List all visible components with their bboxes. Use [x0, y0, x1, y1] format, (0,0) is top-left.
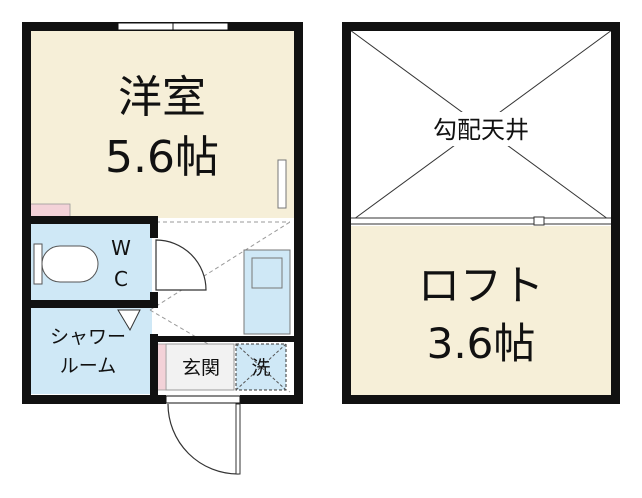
laundry-dashed-x: [235, 343, 287, 391]
kitchen-counter: [243, 249, 291, 335]
loft-divider: [349, 217, 613, 225]
wc-label-c: C: [114, 267, 128, 291]
western-room-name: 洋室: [118, 72, 206, 123]
loft-floor: [350, 226, 612, 396]
shower-room-label-2: ルーム: [60, 355, 116, 377]
shower-door-icon: [117, 309, 141, 332]
toilet-icon: [33, 243, 99, 285]
wc-door-icon: [155, 239, 207, 291]
loft-divider-end: [533, 216, 545, 226]
western-room-size: 5.6帖: [105, 132, 219, 183]
wc-label-w: W: [111, 236, 131, 260]
slanted-ceiling-label: 勾配天井: [433, 116, 529, 144]
laundry-label: 洗: [251, 357, 270, 379]
western-room-floor: [30, 30, 294, 218]
front-door-icon: [165, 395, 241, 475]
closet-marker: [277, 159, 287, 209]
loft-walls: [342, 22, 620, 404]
loft-name: ロフト: [418, 261, 544, 310]
kitchen-sink: [251, 257, 283, 289]
top-window: [117, 22, 229, 31]
slanted-ceiling-label-bg: [410, 112, 552, 146]
entrance-floor: [165, 343, 235, 391]
entrance-label: 玄関: [182, 357, 220, 379]
shower-room-label-1: シャワー: [50, 326, 126, 348]
loft-size: 3.6帖: [427, 319, 536, 368]
